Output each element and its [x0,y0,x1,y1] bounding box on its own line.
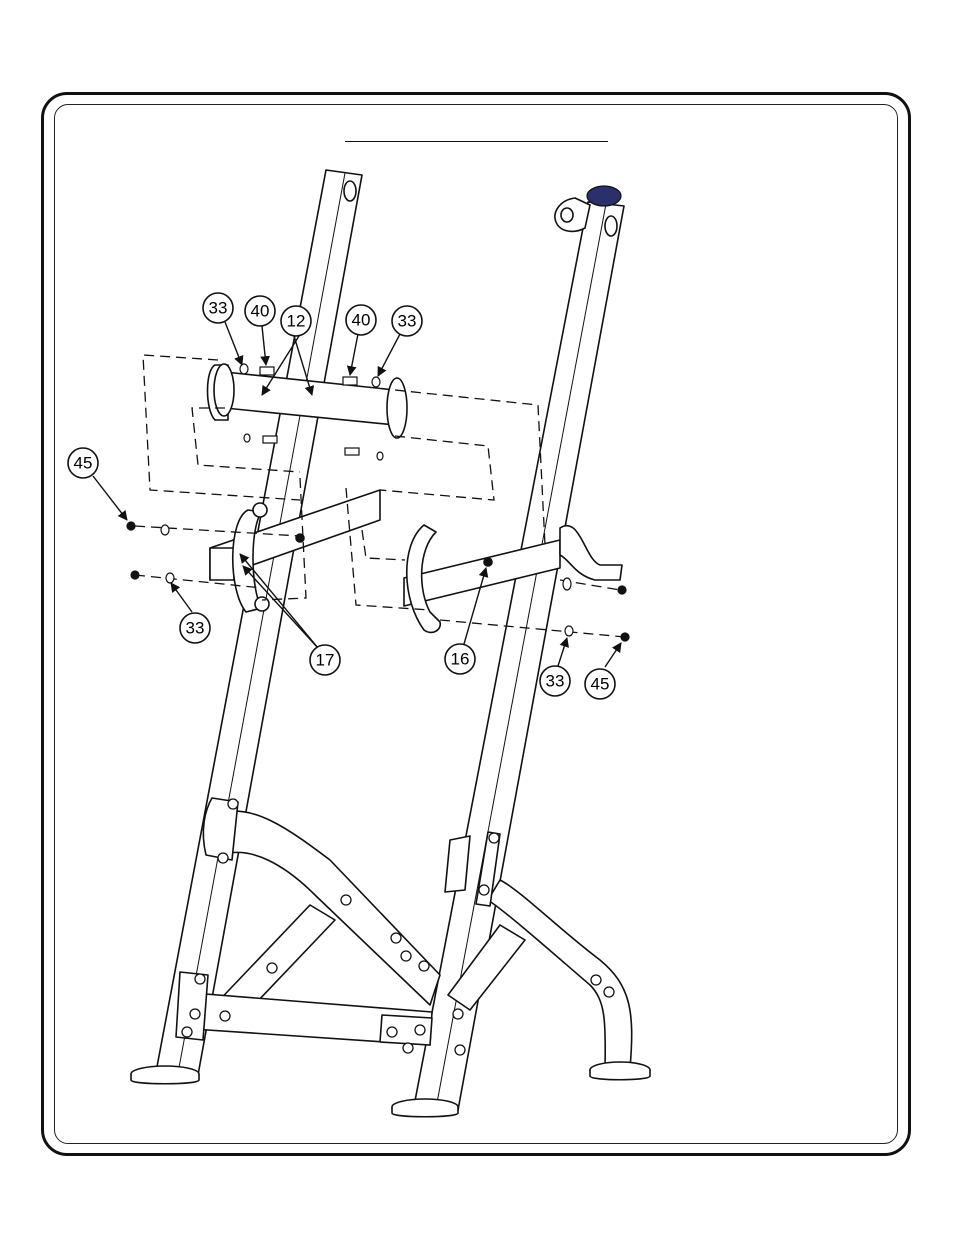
callout-33-left: 33 [180,613,210,643]
bolt-icon [263,436,277,443]
nut-icon [127,522,135,530]
callout-17: 17 [310,645,340,675]
nut-icon [618,586,626,594]
right-post-top-bracket [555,198,590,231]
washer-icon [565,626,573,636]
callout-33-top-left: 33 [203,293,233,323]
nut-icon [131,571,139,579]
bolt-icon [343,377,357,385]
svg-text:33: 33 [398,312,417,331]
washer-icon [244,434,250,442]
callout-33-top-right: 33 [392,306,422,336]
svg-text:40: 40 [251,302,270,321]
nut-icon [621,633,629,641]
washer-icon [372,377,380,387]
bolt-icon [260,367,274,375]
svg-text:33: 33 [209,299,228,318]
svg-text:33: 33 [546,672,565,691]
svg-text:45: 45 [591,675,610,694]
callout-12: 12 [281,306,311,336]
washer-icon [166,573,174,583]
bolt-icon [345,448,359,455]
svg-text:45: 45 [74,454,93,473]
callout-40-top-right: 40 [346,305,376,335]
washer-icon [161,525,169,535]
callout-40-top-left: 40 [245,296,275,326]
callout-45-right: 45 [585,669,615,699]
callout-33-right: 33 [540,666,570,696]
svg-text:17: 17 [316,651,335,670]
callout-16: 16 [445,644,475,674]
washer-icon [377,452,383,460]
svg-text:12: 12 [287,312,306,331]
svg-text:40: 40 [352,311,371,330]
washer-icon [563,578,571,590]
callout-45-left: 45 [68,448,98,478]
right-post-end-cap [587,186,621,206]
svg-text:16: 16 [451,650,470,669]
washer-icon [240,364,248,374]
svg-text:33: 33 [186,619,205,638]
